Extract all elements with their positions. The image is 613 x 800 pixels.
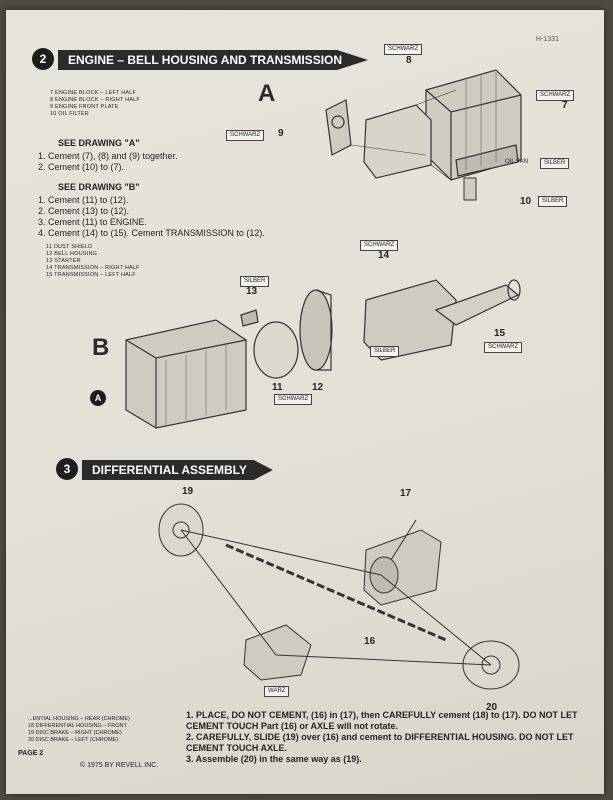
parts-list-item: 15 TRANSMISSION – LEFT HALF <box>46 272 136 278</box>
instruction-sheet: H-1331 2 ENGINE – BELL HOUSING AND TRANS… <box>6 10 604 794</box>
see-drawing-a-heading: SEE DRAWING "A" <box>58 138 140 148</box>
parts-list-item: 19 DISC BRAKE – RIGHT (CHROME) <box>28 730 122 736</box>
label-part-20: 20 <box>486 702 498 713</box>
parts-list-item: 14 TRANSMISSION – RIGHT HALF <box>46 265 140 271</box>
differential-instructions: 1. PLACE, DO NOT CEMENT, (16) in (17), t… <box>186 710 586 765</box>
step-item: 1. Cement (7), (8) and (9) together. <box>38 151 178 161</box>
label-part-7: 7 <box>562 100 568 111</box>
parts-list-b: 11 DUST SHIELD 12 BELL HOUSING 13 STARTE… <box>46 244 140 279</box>
tag-schwarz-15: SCHWARZ <box>484 342 523 353</box>
parts-list-item: 18 DIFFERENTIAL HOUSING – FRONT <box>28 723 127 729</box>
drawing-b-letter: B <box>92 334 110 361</box>
tag-schwarz-11-12: SCHWARZ <box>274 394 313 405</box>
parts-list-item: 12 BELL HOUSING <box>46 251 98 257</box>
parts-list-item: 20 DISC BRAKE – LEFT (CHROME) <box>28 737 119 743</box>
step-item: 1. Cement (11) to (12). <box>38 195 129 205</box>
label-part-14: 14 <box>378 250 390 261</box>
parts-list-item: 8 ENGINE BLOCK – RIGHT HALF <box>50 97 140 103</box>
drawing-b-assembly <box>125 279 521 429</box>
label-part-11: 11 <box>272 382 283 393</box>
steps-b: 1. Cement (11) to (12). 2. Cement (13) t… <box>38 195 265 239</box>
oil-filter-shape <box>463 177 477 201</box>
parts-list-item: 10 OIL FILTER <box>50 111 89 117</box>
step-item: 4. Cement (14) to (15). Cement TRANSMISS… <box>38 228 265 238</box>
label-part-9: 9 <box>278 128 284 139</box>
instruction-item: 1. PLACE, DO NOT CEMENT, (16) in (17), t… <box>186 710 578 731</box>
tag-schwarz-8: SCHWARZ <box>384 44 423 55</box>
tag-oil-pan: OIL PAN <box>505 159 529 165</box>
section-2-number: 2 <box>32 48 54 70</box>
parts-list-a: 7 ENGINE BLOCK – LEFT HALF 8 ENGINE BLOC… <box>50 90 140 118</box>
section-2-title: ENGINE – BELL HOUSING AND TRANSMISSION <box>58 50 369 70</box>
tag-silber-13: SILBER <box>240 276 270 287</box>
parts-list-differential: ...ENTIAL HOUSING – REAR (CHROME) 18 DIF… <box>28 716 130 744</box>
label-part-13: 13 <box>246 286 258 297</box>
copyright: © 1975 BY REVELL INC. <box>80 762 159 769</box>
parts-list-item: 11 DUST SHIELD <box>46 244 93 250</box>
instruction-item: 3. Assemble (20) in the same way as (19)… <box>186 754 362 764</box>
axle-shape <box>225 543 447 642</box>
tag-schwarz-7: SCHWARZ <box>536 90 575 101</box>
parts-list-item: ...ENTIAL HOUSING – REAR (CHROME) <box>28 716 130 722</box>
step-item: 3. Cement (11) to ENGINE. <box>38 217 147 227</box>
label-part-10: 10 <box>520 196 532 207</box>
parts-list-item: 7 ENGINE BLOCK – LEFT HALF <box>50 90 137 96</box>
sheet-code: H-1331 <box>536 36 559 43</box>
section-3-number: 3 <box>56 458 78 480</box>
label-part-12: 12 <box>312 382 324 393</box>
label-part-19: 19 <box>182 486 194 497</box>
tag-silber-10: SILBER <box>538 196 568 207</box>
marker-a-circle: A <box>90 390 106 406</box>
drawing-a-letter: A <box>258 80 276 107</box>
page-label: PAGE 2 <box>18 750 44 757</box>
label-part-16: 16 <box>364 636 376 647</box>
step-item: 2. Cement (10) to (7). <box>38 162 125 172</box>
tag-silber-oil-pan: SILBER <box>540 158 570 169</box>
steps-a: 1. Cement (7), (8) and (9) together. 2. … <box>38 151 178 173</box>
label-part-8: 8 <box>406 55 412 66</box>
tag-silber-b: SILBER <box>370 346 400 357</box>
parts-list-item: 13 STARTER <box>46 258 81 264</box>
see-drawing-b-heading: SEE DRAWING "B" <box>58 182 140 192</box>
drawing-differential <box>158 503 520 690</box>
step-item: 2. Cement (13) to (12). <box>38 206 130 216</box>
drawing-a-engine-block <box>325 69 522 201</box>
tag-schwarz-9: SCHWARZ <box>226 130 265 141</box>
label-part-17: 17 <box>400 488 412 499</box>
tag-schwarz-14: SCHWARZ <box>360 240 399 251</box>
section-3-title: DIFFERENTIAL ASSEMBLY <box>82 460 273 480</box>
label-part-15: 15 <box>494 328 506 339</box>
tag-partial-schwarz: WARZ <box>264 686 290 697</box>
parts-list-item: 9 ENGINE FRONT PLATE <box>50 104 119 110</box>
instruction-item: 2. CAREFULLY, SLIDE (19) over (16) and c… <box>186 732 574 753</box>
